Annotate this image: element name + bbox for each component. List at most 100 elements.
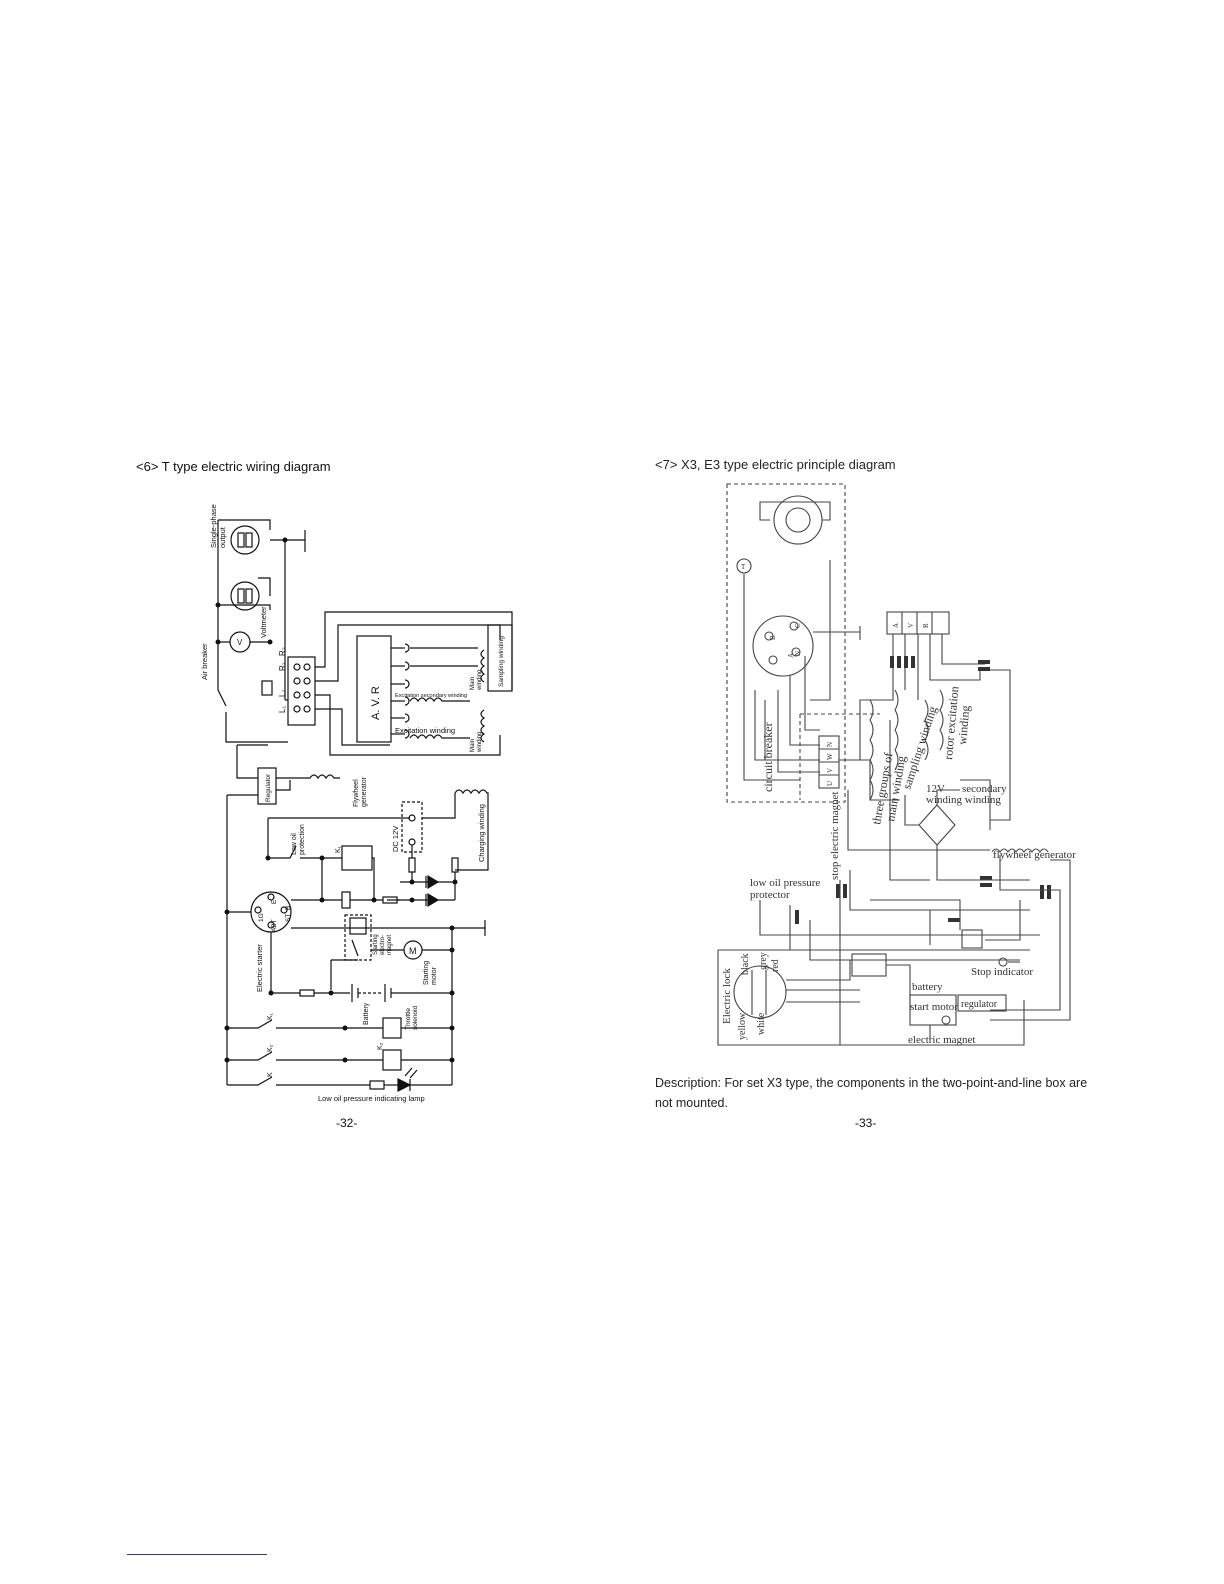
label-electric-magnet: electric magnet — [908, 1034, 976, 1046]
label-throttle-solenoid: Throttle — [405, 1008, 412, 1030]
throttle-solenoid — [382, 1017, 402, 1039]
label-r1: R₁ — [278, 662, 287, 671]
single-phase-socket — [230, 525, 260, 555]
label-start-motor: start motor — [910, 1001, 958, 1013]
label-main-winding-a: Main — [470, 677, 476, 690]
label-l1: L₁ — [278, 706, 287, 713]
label-dc-12v: DC 12V — [391, 826, 400, 852]
label-socket-c: C — [794, 623, 802, 628]
label-l2: L₂ — [278, 689, 287, 697]
k2-relay — [382, 1049, 402, 1071]
label-low-oil-protection-2: protection — [299, 824, 306, 855]
label-socket-b: B — [769, 635, 777, 640]
t-type-wiring-diagram — [215, 519, 513, 1092]
label-b: B — [285, 906, 292, 910]
label-voltmeter: Voltmeter — [259, 606, 268, 638]
label-red: red — [770, 959, 781, 972]
label-electric-lock: Electric lock — [721, 968, 733, 1024]
label-12v: 12V — [926, 783, 945, 795]
stop-indicator-box — [961, 929, 983, 949]
rectifier — [918, 804, 956, 846]
label-sampling-winding-right: sampling winding — [900, 704, 940, 790]
label-starting-electromagnet: Starting — [373, 934, 379, 955]
label-k-c: K — [267, 1072, 274, 1077]
label-sampling-winding: Sampling winding — [498, 636, 505, 687]
label-regulator-right: regulator — [961, 999, 998, 1010]
label-throttle-solenoid-2: solenoid — [412, 1005, 419, 1030]
label-ig: 1G — [258, 913, 265, 922]
label-single-phase-output-2: output — [218, 526, 227, 548]
label-secondary: secondary — [962, 783, 1007, 795]
label-stop-indicator: Stop indicator — [971, 966, 1033, 978]
label-rotor-excitation: rotor excitation — [941, 686, 961, 761]
label-circuit-breaker: circuit breaker — [761, 722, 775, 792]
label-black: black — [740, 953, 751, 975]
label-electric-starter: Electric starter — [255, 944, 264, 992]
regulator-box — [257, 767, 277, 805]
label-excitation-winding: Excitation winding — [395, 726, 455, 735]
label-starting-electromagnet-3: magnet — [387, 935, 393, 955]
regulator-box-right — [957, 994, 1007, 1012]
circuit-breaker-box — [726, 483, 846, 803]
label-k1-a: K₁ — [267, 1012, 274, 1020]
label-main-winding-a2: winding — [477, 670, 483, 691]
label-charging-winding: Charging winding — [477, 804, 486, 862]
label-avr-a: A — [892, 623, 900, 628]
left-diagram-title: <6> T type electric wiring diagram — [136, 459, 331, 474]
label-main-winding-b2: winding — [477, 732, 483, 753]
label-k1-top: K₁ — [335, 845, 342, 853]
avr-box — [356, 635, 392, 743]
battery-area — [909, 994, 957, 1026]
label-r2: R₂ — [278, 647, 287, 656]
label-low-oil-protection: Low oil — [291, 833, 298, 855]
label-flywheel-generator-2: generator — [361, 776, 368, 807]
label-n: N — [826, 742, 834, 747]
label-grey: grey — [758, 952, 769, 970]
label-u: U — [826, 781, 834, 786]
right-diagram-description: Description: For set X3 type, the compon… — [655, 1076, 1088, 1110]
label-yellow: yellow — [737, 1012, 748, 1040]
label-battery: Battery — [363, 1002, 370, 1025]
label-low-oil-lamp: Low oil pressure indicating lamp — [318, 1094, 425, 1103]
label-v: V — [237, 638, 243, 647]
label-socket-n: N — [794, 651, 802, 656]
electric-lock-circle — [733, 965, 787, 1019]
label-k2-a: K₂ — [267, 1044, 274, 1052]
label-main-winding-b: Main — [470, 739, 476, 752]
label-excitation-secondary-winding: Excitation secondary winding — [395, 693, 467, 699]
socket-2 — [230, 581, 260, 611]
k1-relay — [341, 845, 373, 871]
label-starting-motor-2: motor — [431, 966, 438, 985]
terminal-block — [287, 656, 316, 726]
label-w: W — [826, 753, 834, 760]
label-abt: ABT — [271, 919, 278, 932]
right-diagram-title: <7> X3, E3 type electric principle diagr… — [655, 457, 896, 472]
label-flywheel-generator: Flywheel — [353, 779, 360, 807]
sampling-winding-box — [487, 624, 513, 692]
label-avr-r: R — [922, 623, 930, 628]
footer-rule — [127, 1554, 267, 1555]
label-k2-b: K₂ — [377, 1042, 384, 1050]
label-winding-winding: winding winding — [926, 794, 1001, 806]
label-low-oil-pressure: low oil pressure — [750, 877, 820, 889]
label-avr: A. V. R — [370, 686, 382, 720]
label-flywheel-generator-right: flywheel generator — [993, 849, 1076, 861]
label-white: white — [756, 1012, 767, 1035]
label-t-mark: T — [741, 563, 746, 571]
label-rotor-excitation-2: winding — [955, 705, 972, 745]
label-starting-motor: Starting — [423, 961, 430, 985]
label-starting-electromagnet-2: electro- — [380, 935, 386, 955]
relay-block — [851, 953, 887, 977]
label-air-breaker: Air breaker — [200, 643, 209, 680]
label-socket-a: A — [787, 653, 795, 658]
t-mark-circle — [736, 558, 752, 574]
label-m: M — [409, 946, 417, 956]
label-v-right: V — [826, 768, 834, 773]
label-battery-right: battery — [912, 981, 943, 993]
label-st: ST — [285, 914, 292, 922]
page-number-right: -33- — [855, 1116, 877, 1130]
label-single-phase-output: Single-phase — [209, 504, 218, 548]
page-number-left: -32- — [336, 1116, 358, 1130]
